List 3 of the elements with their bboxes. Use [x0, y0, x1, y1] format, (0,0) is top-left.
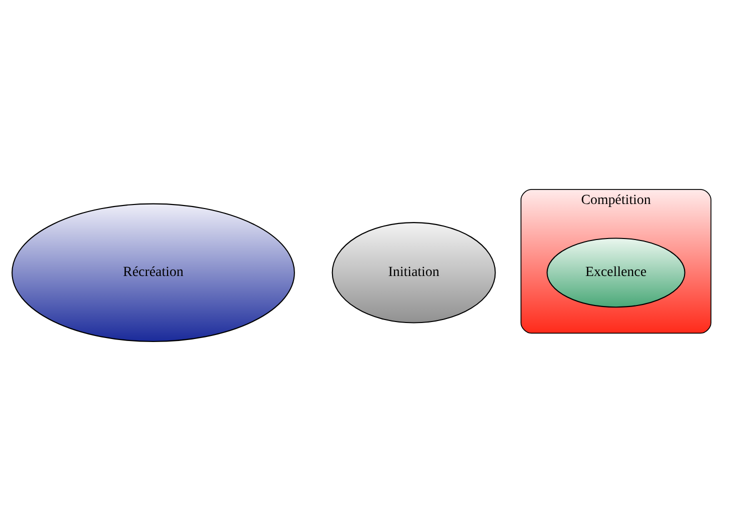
node-ellipse: Initiation [332, 222, 496, 324]
node-ellipse: Récréation [12, 203, 295, 342]
node-ellipse: Excellence [546, 238, 686, 308]
